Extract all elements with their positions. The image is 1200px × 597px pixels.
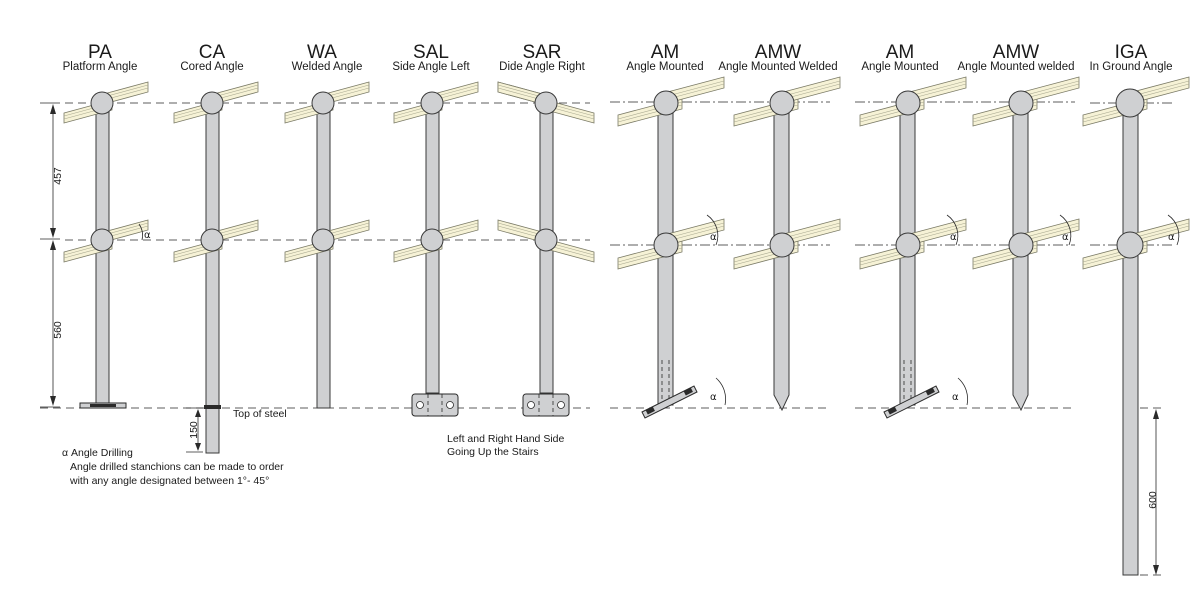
lower-ball-fitting (311, 228, 335, 252)
col-sub-pa: Platform Angle (63, 61, 138, 73)
col-sub-sar: Dide Angle Right (499, 61, 585, 73)
col-code-amw-1: AMW (755, 42, 802, 63)
column-headers: PA Platform Angle CA Cored Angle WA Weld… (63, 42, 1173, 73)
lower-ball-fitting (1116, 231, 1144, 259)
dim-ground-depth: 600 (1147, 491, 1159, 509)
height-dimensions: 457 560 (40, 102, 64, 408)
side-plate (522, 393, 570, 417)
alpha-label-am-2-lower: α (952, 392, 959, 403)
col-code-am-1: AM (651, 42, 680, 63)
upper-ball-fitting (90, 91, 114, 115)
stairs-note-line1: Left and Right Hand Side (447, 433, 564, 445)
col-sub-ca: Cored Angle (180, 61, 243, 73)
upper-ball-fitting (1008, 90, 1034, 116)
lower-ball-fitting (769, 232, 795, 258)
stairs-note-line2: Going Up the Stairs (447, 446, 539, 458)
upper-ball-fitting (311, 91, 335, 115)
lower-ball-fitting (90, 228, 114, 252)
upper-ball-fitting (895, 90, 921, 116)
dim-core-depth: 150 (188, 421, 200, 439)
side-plate (411, 393, 459, 417)
stanchion-amw-2: α (972, 76, 1080, 412)
col-sub-iga: In Ground Angle (1089, 61, 1172, 73)
col-code-am-2: AM (886, 42, 915, 63)
dim-upper-label: 457 (52, 167, 64, 185)
stanchion-iga: α 600 (1082, 76, 1190, 576)
col-code-amw-2: AMW (993, 42, 1040, 63)
alpha-label-am-1-lower: α (710, 392, 717, 403)
lower-ball-fitting (653, 232, 679, 258)
col-code-pa: PA (88, 42, 112, 63)
alpha-label-iga: α (1168, 232, 1175, 243)
angle-drilling-line2: with any angle designated between 1°- 45… (69, 475, 269, 487)
angle-drilling-title: α Angle Drilling (62, 447, 133, 459)
upper-ball-fitting (420, 91, 444, 115)
col-sub-amw-1: Angle Mounted Welded (718, 61, 837, 73)
col-sub-am-2: Angle Mounted (861, 61, 938, 73)
alpha-label-amw-2: α (1062, 232, 1069, 243)
upper-ball-fitting (534, 91, 558, 115)
col-code-wa: WA (307, 42, 337, 63)
stanchion-sar (497, 81, 595, 417)
stanchion-am-2: α α (859, 76, 968, 419)
lower-ball-fitting (534, 228, 558, 252)
alpha-label-pa: α (144, 230, 151, 241)
stanchion-amw-1 (733, 76, 841, 412)
lower-ball-fitting (420, 228, 444, 252)
col-code-sal: SAL (413, 42, 449, 63)
alpha-label-am-2-upper: α (950, 232, 957, 243)
angle-drilling-line1: Angle drilled stanchions can be made to … (70, 461, 284, 473)
upper-ball-fitting (769, 90, 795, 116)
col-sub-am-1: Angle Mounted (626, 61, 703, 73)
col-code-sar: SAR (522, 42, 561, 63)
lower-ball-fitting (1008, 232, 1034, 258)
col-code-ca: CA (199, 42, 226, 63)
stanchion-ca: 150 Top of steel (173, 81, 287, 454)
col-code-iga: IGA (1115, 42, 1148, 63)
stanchion-pa: α (63, 81, 151, 409)
upper-ball-fitting (200, 91, 224, 115)
alpha-label-am-1-upper: α (710, 232, 717, 243)
lower-ball-fitting (200, 228, 224, 252)
col-sub-sal: Side Angle Left (392, 61, 470, 73)
angle-drilling-note: α Angle Drilling Angle drilled stanchion… (62, 447, 284, 487)
upper-ball-fitting (653, 90, 679, 116)
lower-ball-fitting (895, 232, 921, 258)
angled-base-plate (641, 385, 698, 419)
top-of-steel-label: Top of steel (233, 408, 287, 420)
angled-base-plate (883, 385, 940, 419)
stanchion-am-1: α α (617, 76, 726, 419)
stanchion-wa (284, 81, 370, 409)
stanchion-sal (393, 81, 479, 417)
col-sub-amw-2: Angle Mounted welded (958, 61, 1075, 73)
upper-ball-fitting (1115, 88, 1145, 118)
col-sub-wa: Welded Angle (292, 61, 363, 73)
dim-lower-label: 560 (52, 321, 64, 339)
